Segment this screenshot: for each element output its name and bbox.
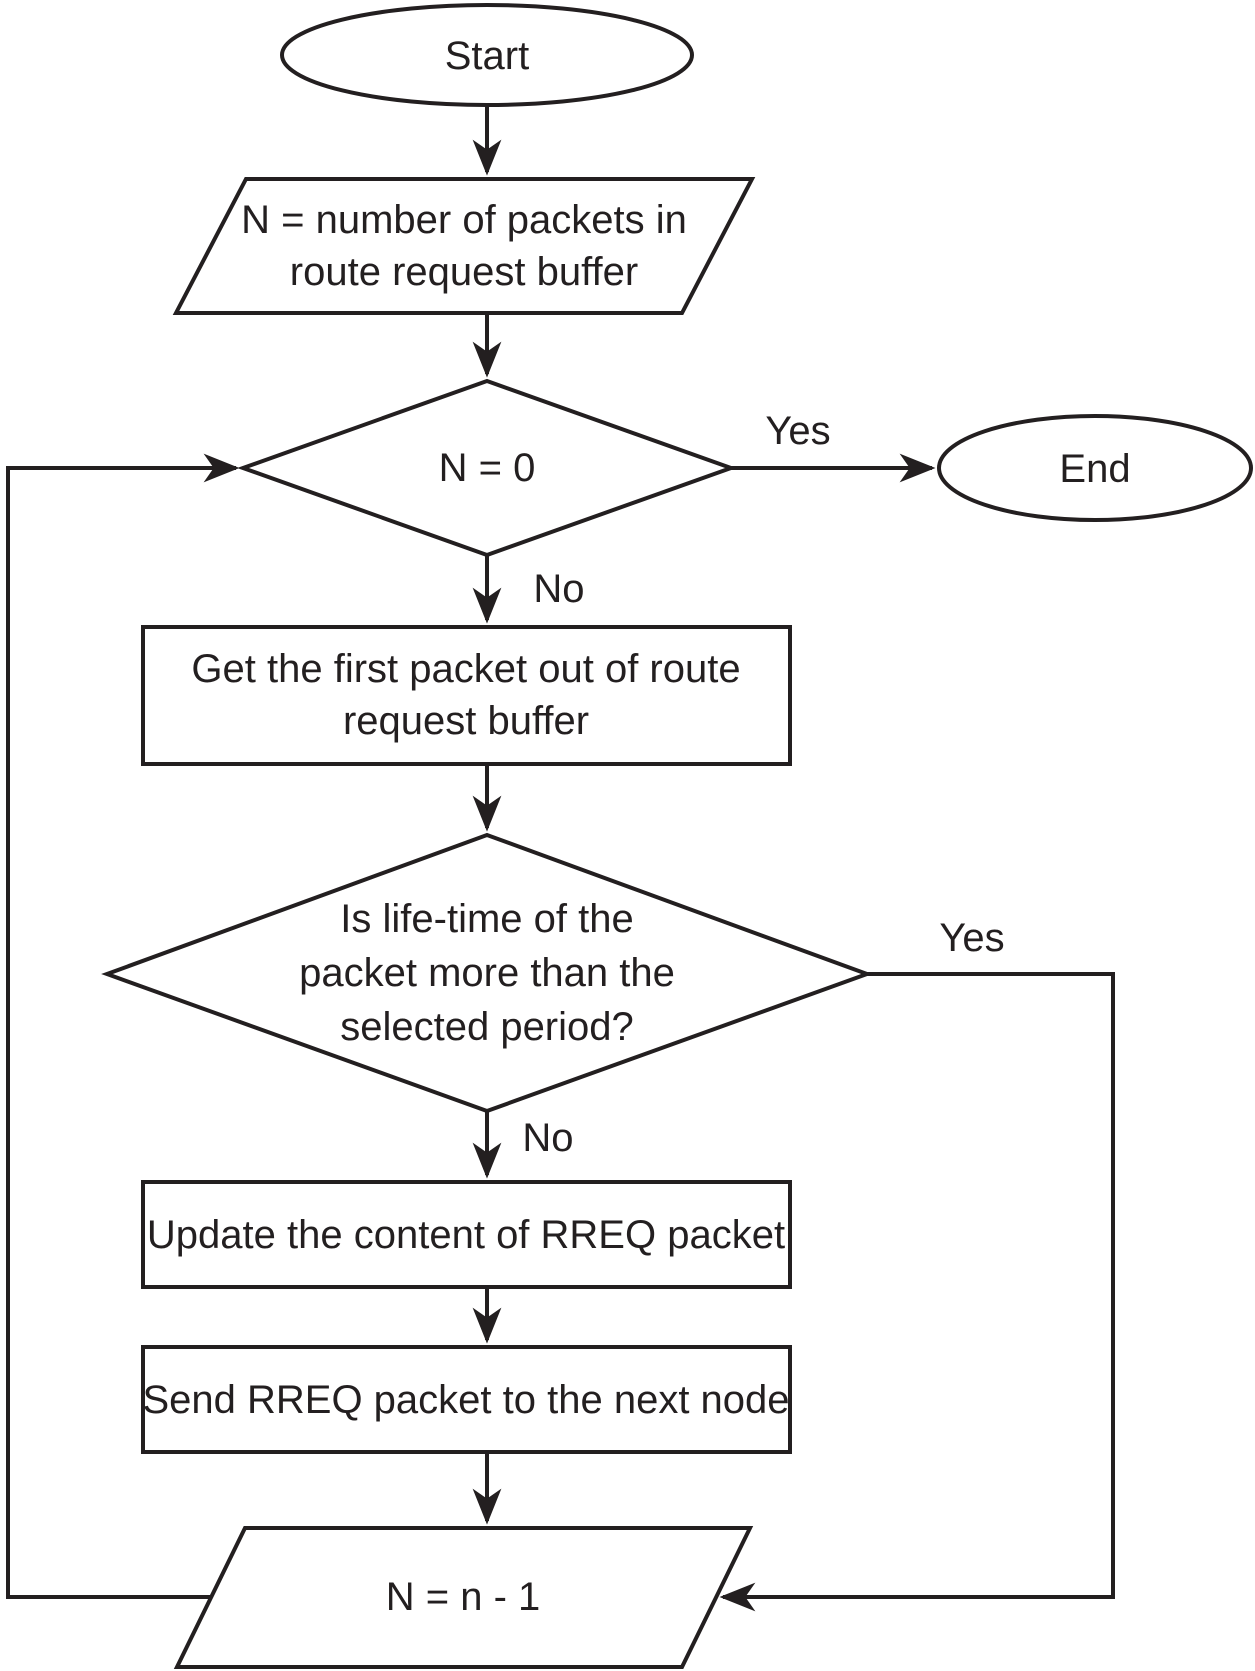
start-terminator-ellipse [280, 3, 694, 107]
count-packets-line2: route request buffer [290, 250, 638, 294]
send-rreq-label: Send RREQ packet to the next node [142, 1378, 789, 1422]
edge-labels: Yes No Yes No [522, 409, 1004, 1160]
decrement-n-label: N = n - 1 [386, 1575, 541, 1619]
decrement-n-parallelogram [173, 1526, 754, 1669]
update-rreq-rect [141, 1180, 792, 1289]
lifetime-line3: selected period? [340, 1005, 634, 1049]
start-node: Start [280, 3, 694, 107]
decrement-n-node: N = n - 1 [173, 1526, 754, 1669]
send-rreq-node: Send RREQ packet to the next node [141, 1345, 792, 1454]
lifetime-line1: Is life-time of the [340, 897, 633, 941]
count-packets-node: N = number of packets in route request b… [172, 177, 756, 315]
edges [6, 106, 1115, 1612]
get-first-packet-node: Get the first packet out of route reques… [141, 625, 792, 766]
update-rreq-label: Update the content of RREQ packet [147, 1213, 785, 1257]
end-terminator-ellipse [937, 414, 1253, 522]
get-first-packet-line1: Get the first packet out of route [191, 647, 740, 691]
lifetime-diamond [101, 832, 873, 1114]
edge-label-lifetime-yes: Yes [939, 916, 1004, 960]
send-rreq-rect [141, 1345, 792, 1454]
edge-decrement-loop-to-nzero [6, 453, 240, 1599]
n-zero-diamond [237, 378, 737, 558]
edge-lifetime-yes-to-decrement [719, 972, 1115, 1612]
edge-label-nzero-no: No [533, 567, 584, 611]
edge-label-lifetime-no: No [522, 1116, 573, 1160]
count-packets-parallelogram [172, 177, 756, 315]
start-label: Start [445, 34, 529, 78]
get-first-packet-rect [141, 625, 792, 766]
update-rreq-node: Update the content of RREQ packet [141, 1180, 792, 1289]
n-zero-label: N = 0 [439, 446, 536, 490]
n-zero-decision-node: N = 0 [237, 378, 737, 558]
lifetime-line2: packet more than the [299, 951, 675, 995]
end-node: End [937, 414, 1253, 522]
get-first-packet-line2: request buffer [343, 699, 589, 743]
end-label: End [1059, 447, 1130, 491]
edge-label-nzero-yes: Yes [765, 409, 830, 453]
lifetime-decision-node: Is life-time of the packet more than the… [101, 832, 873, 1114]
count-packets-line1: N = number of packets in [241, 198, 687, 242]
